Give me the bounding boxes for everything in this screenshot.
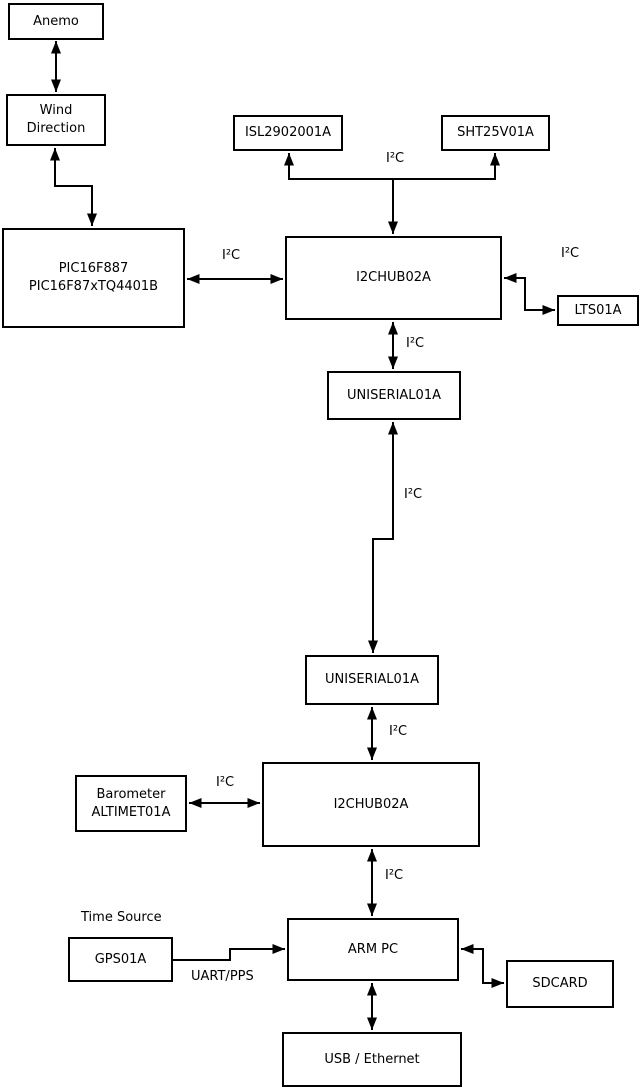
node-uniserial1: UNISERIAL01A (327, 371, 461, 420)
node-lts-label: LTS01A (574, 302, 622, 318)
node-isl-label: ISL2902001A (244, 125, 332, 140)
label-i2c-hub2-armpc: I²C (385, 868, 404, 883)
node-lts: LTS01A (557, 295, 639, 326)
node-sht-label: SHT25V01A (457, 125, 534, 140)
node-hub2: I2CHUB02A (262, 762, 480, 847)
node-anemo: Anemo (8, 3, 104, 40)
node-anemo-label: Anemo (33, 13, 79, 29)
node-sdcard: SDCARD (506, 960, 614, 1008)
node-sht: SHT25V01A (441, 115, 550, 151)
edge-gps-armpc (173, 944, 285, 961)
node-uniserial2: UNISERIAL01A (305, 655, 439, 705)
node-pic: PIC16F887 PIC16F87xTQ4401B (2, 228, 185, 328)
node-hub2-label: I2CHUB02A (333, 796, 409, 812)
label-i2c-barometer-hub2: I²C (216, 775, 235, 790)
node-arm-pc-label: ARM PC (347, 941, 399, 957)
node-barometer-line2: ALTIMET01A (91, 804, 171, 820)
label-i2c-hub1-lts: I²C (561, 246, 580, 261)
node-uniserial1-label: UNISERIAL01A (347, 387, 441, 403)
node-usb-ethernet: USB / Ethernet (282, 1032, 462, 1087)
node-usb-ethernet-label: USB / Ethernet (324, 1051, 420, 1067)
node-isl: ISL2902001A (233, 115, 343, 151)
node-gps: GPS01A (68, 937, 173, 982)
edge-armpc-sdcard (461, 944, 504, 988)
node-wind-direction-line2: Direction (26, 121, 86, 136)
label-uart-pps: UART/PPS (191, 969, 254, 984)
label-i2c-pic-hub1: I²C (222, 248, 241, 263)
node-sdcard-label: SDCARD (532, 976, 588, 991)
node-wind-direction-line1: Wind (39, 103, 73, 118)
node-pic-line2: PIC16F87xTQ4401B (28, 279, 159, 294)
node-barometer: Barometer ALTIMET01A (75, 775, 187, 832)
label-i2c-sensors-bus: I²C (386, 151, 405, 166)
edge-uniserial1-uniserial2 (368, 422, 398, 653)
node-barometer-line1: Barometer (96, 786, 166, 802)
node-hub1-label: I2CHUB02A (356, 270, 431, 285)
edge-wind-pic (50, 148, 97, 226)
edge-hub1-lts (504, 273, 555, 315)
node-pic-line1: PIC16F887 (58, 261, 129, 276)
node-wind-direction: Wind Direction (6, 94, 106, 146)
label-i2c-uniserial2-hub2: I²C (389, 724, 408, 739)
node-uniserial2-label: UNISERIAL01A (325, 672, 419, 687)
label-time-source: Time Source (81, 910, 162, 925)
node-gps-label: GPS01A (94, 951, 147, 967)
label-i2c-uniserial-link: I²C (404, 487, 423, 502)
node-hub1: I2CHUB02A (285, 236, 502, 320)
label-i2c-hub1-uniserial1: I²C (406, 336, 425, 351)
node-arm-pc: ARM PC (287, 918, 459, 981)
